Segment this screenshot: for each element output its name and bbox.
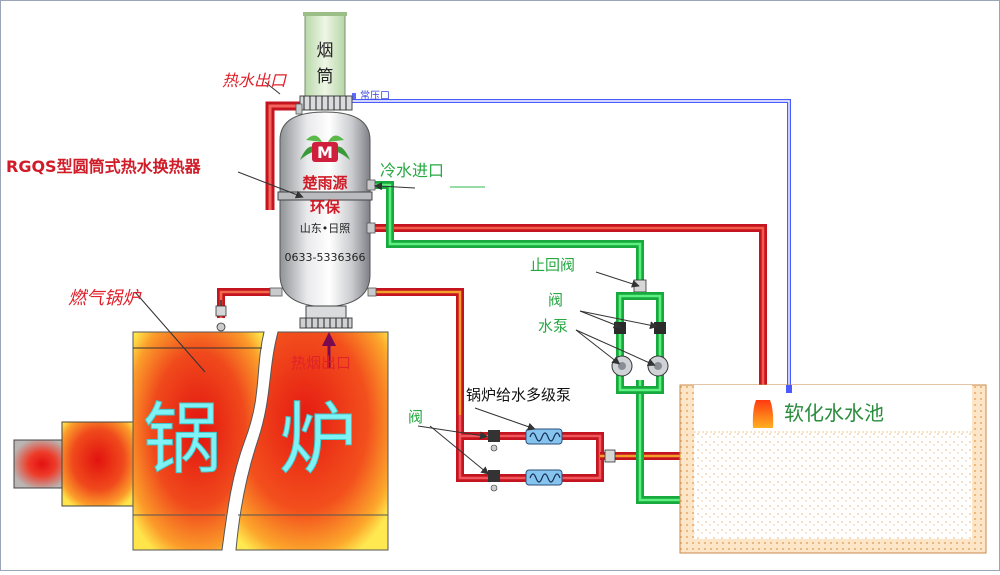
- feed-pump-valves: [488, 430, 616, 492]
- flue-gas-outlet-label: 热烟出口: [291, 354, 351, 372]
- company-logo: [300, 135, 350, 162]
- chimney-label-2: 筒: [317, 67, 334, 87]
- flue-gas-arrow: [322, 332, 336, 368]
- boiler-big-char-1: 锅: [143, 395, 221, 485]
- check-valve-label: 止回阀: [530, 256, 575, 274]
- boiler-big-char-2: 炉: [279, 395, 357, 485]
- hot-water-outlet-pipe: [265, 101, 300, 210]
- hot-water-outlet-label: 热水出口: [222, 71, 287, 90]
- hot-water-discharge: [752, 400, 774, 428]
- water-pump-label: 水泵: [538, 317, 568, 335]
- soft-water-tank-label: 软化水水池: [784, 401, 884, 425]
- cold-water-inlet-label: 冷水进口: [380, 161, 444, 180]
- company-phone: 0633-5336366: [285, 251, 366, 264]
- heat-exchanger: [269, 95, 377, 329]
- gas-boiler-label: 燃气锅炉: [68, 288, 142, 309]
- chimney: [303, 12, 347, 101]
- water-pump-assembly: [616, 292, 664, 394]
- boiler-body-left: [132, 331, 265, 551]
- valve-left-label: 阀: [408, 408, 423, 426]
- gas-boiler: [13, 331, 389, 551]
- atmospheric-port-label: 常压口: [360, 89, 390, 102]
- boiler-outlet-valve: [215, 300, 227, 332]
- valve-top-label: 阀: [548, 291, 563, 309]
- feed-pump-label: 锅炉给水多级泵: [466, 386, 571, 404]
- boiler-body-right: [235, 331, 389, 551]
- multistage-pump-lower: [525, 469, 563, 486]
- hot-water-to-tank-pipe: [372, 224, 767, 400]
- multistage-pump-upper: [525, 428, 563, 445]
- atmospheric-vent-pipe: [351, 93, 791, 392]
- soft-water-tank: [679, 384, 987, 554]
- exchanger-model-label: RGQS型圆筒式热水换热器: [6, 157, 202, 176]
- burner-housing: [61, 421, 135, 507]
- logo-letter: M: [317, 143, 333, 162]
- burner: [13, 439, 71, 489]
- company-name-2: 环保: [310, 198, 341, 216]
- company-name-1: 楚雨源: [302, 174, 347, 192]
- pump-valve-right: [654, 322, 666, 334]
- leader-lines: [134, 81, 658, 475]
- cold-water-inlet-pipe: [370, 181, 680, 504]
- chimney-label-1: 烟: [317, 41, 334, 61]
- pump-valve-left: [614, 322, 626, 334]
- check-valve-symbol: [633, 279, 647, 293]
- company-location: 山东•日照: [300, 222, 351, 235]
